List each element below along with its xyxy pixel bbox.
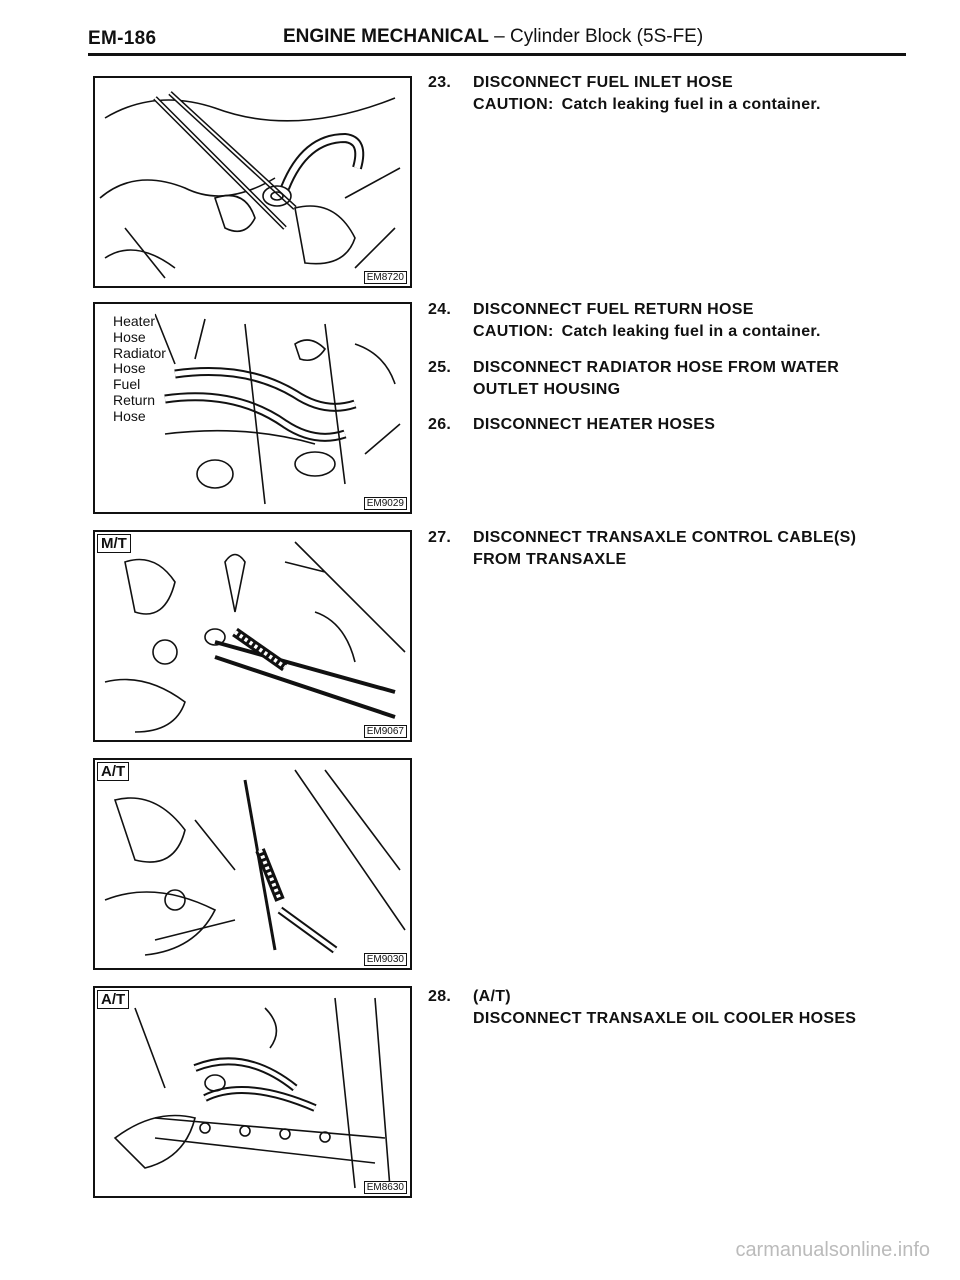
figure-code: EM8720: [363, 271, 407, 284]
label-fuel: Fuel: [113, 376, 141, 392]
step-text-cont: DISCONNECT TRANSAXLE OIL COOLER HOSES: [473, 1010, 857, 1027]
transmission-tag: M/T: [97, 534, 131, 553]
transmission-tag: A/T: [97, 990, 130, 1009]
figure-fuel-inlet-hose: EM8720: [93, 76, 412, 288]
step-26: 26. DISCONNECT HEATER HOSES: [428, 414, 908, 436]
step-number: 24.: [428, 301, 452, 318]
caution-label: CAUTION:: [473, 96, 554, 113]
step-text: (A/T): [473, 988, 511, 1005]
title-dash: –: [488, 26, 510, 47]
label-return: Return: [113, 392, 156, 408]
page-code: EM-186: [88, 28, 157, 49]
figure-at-control-cable: A/T EM9030: [93, 758, 412, 970]
watermark: carmanualsonline.info: [735, 1239, 930, 1261]
step-text: DISCONNECT FUEL RETURN HOSE: [473, 301, 754, 318]
label-radiator: Radiator: [113, 345, 166, 361]
figure-code: EM9029: [363, 497, 407, 510]
illustration-at-cable: [104, 769, 406, 956]
caution-label: CAUTION:: [473, 323, 554, 340]
step-25: 25. DISCONNECT RADIATOR HOSE FROM WATER O…: [428, 357, 908, 401]
figure-heater-radiator-hoses: Heater Hose Radiator Hose Fuel Return Ho…: [93, 302, 412, 514]
label-radiator-hose: Hose: [113, 360, 146, 376]
label-return-hose: Hose: [113, 408, 146, 424]
illustration-mt-cable: [104, 541, 406, 733]
step-24: 24. DISCONNECT FUEL RETURN HOSE: [428, 299, 908, 321]
figure-code: EM9067: [363, 725, 407, 738]
figure-mt-control-cable: M/T EM9067: [93, 530, 412, 742]
subsection-title: Cylinder Block (5S-FE): [509, 26, 704, 47]
step-text: DISCONNECT RADIATOR HOSE FROM WATER: [473, 359, 840, 376]
caution-text: Catch leaking fuel in a container.: [561, 323, 821, 340]
step-23-caution: CAUTION: Catch leaking fuel in a containe…: [473, 96, 821, 114]
step-number: 28.: [428, 988, 452, 1005]
step-text-cont: FROM TRANSAXLE: [473, 551, 627, 568]
step-24-caution: CAUTION: Catch leaking fuel in a containe…: [473, 323, 821, 341]
page-title: ENGINE MECHANICAL – Cylinder Block (5S-F…: [283, 26, 703, 48]
step-28: 28. (A/T) DISCONNECT TRANSAXLE OIL COOLER…: [428, 986, 908, 1030]
illustration-fuel-inlet: [99, 91, 401, 279]
step-text: DISCONNECT TRANSAXLE CONTROL CABLE(S): [473, 529, 857, 546]
caution-text: Catch leaking fuel in a container.: [561, 96, 821, 113]
illustration-oil-cooler: [113, 997, 391, 1189]
label-heater-hose: Hose: [113, 329, 146, 345]
step-text-cont: OUTLET HOUSING: [473, 381, 621, 398]
figure-code: EM9030: [363, 953, 407, 966]
step-23: 23. DISCONNECT FUEL INLET HOSE: [428, 72, 908, 94]
section-title: ENGINE MECHANICAL: [283, 26, 489, 47]
step-text: DISCONNECT HEATER HOSES: [473, 416, 716, 433]
label-heater: Heater: [113, 313, 156, 329]
figure-oil-cooler-hoses: A/T EM8630: [93, 986, 412, 1198]
step-number: 25.: [428, 359, 452, 376]
figure-code: EM8630: [363, 1181, 407, 1194]
step-number: 26.: [428, 416, 452, 433]
transmission-tag: A/T: [97, 762, 130, 781]
step-27: 27. DISCONNECT TRANSAXLE CONTROL CABLE(S)…: [428, 527, 908, 571]
illustration-hoses: [154, 313, 401, 505]
step-number: 27.: [428, 529, 452, 546]
step-number: 23.: [428, 74, 452, 91]
step-text: DISCONNECT FUEL INLET HOSE: [473, 74, 733, 91]
header-rule: [88, 53, 906, 56]
